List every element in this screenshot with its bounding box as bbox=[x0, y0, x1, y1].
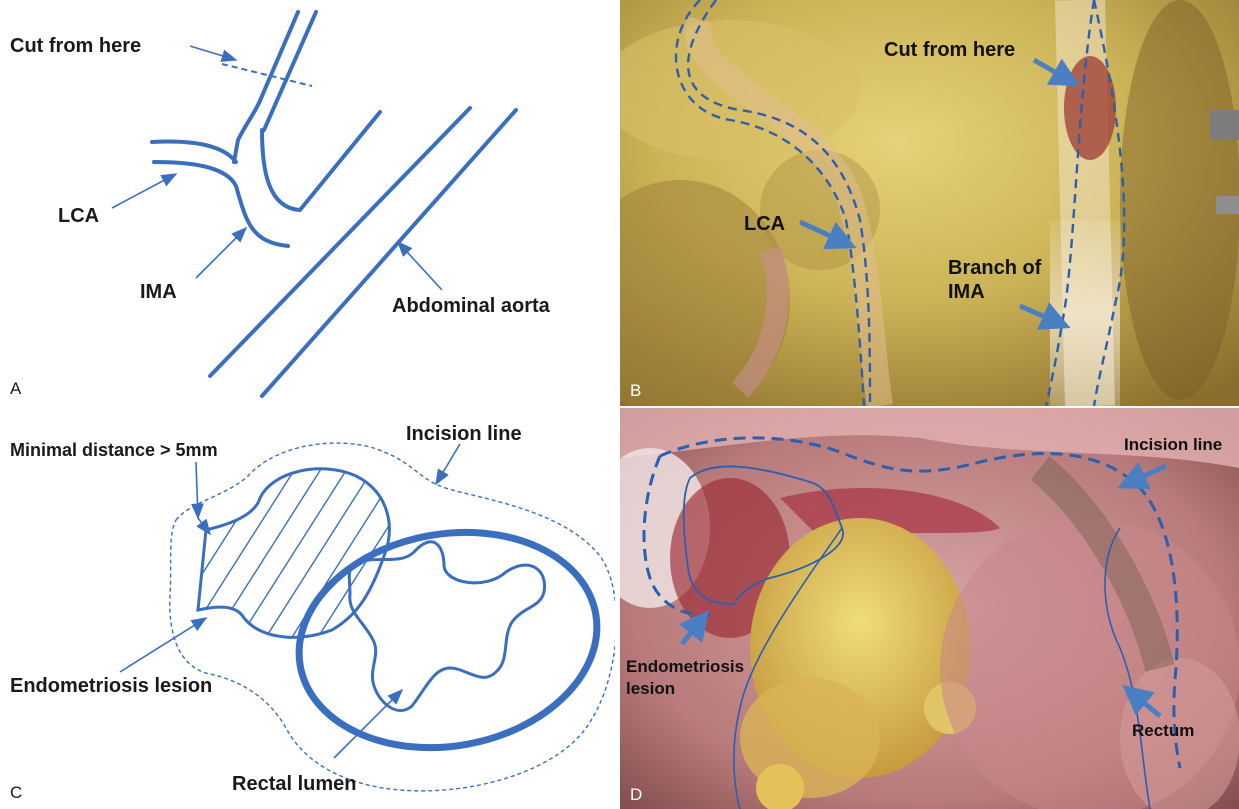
panel-a-vessel-diagram: Cut from here LCA IMA Abdominal aorta A bbox=[0, 0, 615, 404]
ima-branch-left bbox=[234, 12, 298, 162]
lca-arrow bbox=[112, 174, 176, 208]
lca-upper-wall bbox=[152, 142, 236, 162]
aorta-arrow bbox=[398, 242, 442, 290]
abdominal-aorta-label: Abdominal aorta bbox=[392, 295, 551, 317]
lesion-diagram-svg: Minimal distance > 5mm Incision line End… bbox=[0, 406, 615, 809]
lesion-arrow bbox=[120, 618, 206, 672]
incision-line-arrow bbox=[436, 444, 460, 484]
panel-c-lesion-diagram: Minimal distance > 5mm Incision line End… bbox=[0, 406, 615, 809]
aorta-right-wall bbox=[262, 110, 516, 396]
vessel-diagram-svg: Cut from here LCA IMA Abdominal aorta A bbox=[0, 0, 615, 404]
incision-line-outline bbox=[170, 443, 615, 791]
endometriosis-lesion-label: Endometriosis lesion bbox=[10, 675, 212, 697]
panel-letter-d: D bbox=[630, 785, 642, 804]
incision-line-label: Incision line bbox=[406, 423, 522, 445]
panel-letter-a: A bbox=[10, 379, 22, 398]
rectum-wall bbox=[282, 510, 614, 771]
cut-from-here-label-b: Cut from here bbox=[884, 39, 1015, 61]
panel-b-surgical-photo: Cut from here LCA Branch of IMA B bbox=[620, 0, 1239, 406]
lca-lower-wall bbox=[154, 162, 236, 186]
lesion-label-d-line1: Endometriosis bbox=[626, 657, 744, 676]
aorta-left-wall bbox=[210, 108, 470, 376]
branch-label-line1: Branch of bbox=[948, 257, 1042, 279]
min-distance-label: Minimal distance > 5mm bbox=[10, 440, 218, 460]
panel-letter-c: C bbox=[10, 783, 22, 802]
panel-d-surgical-photo: Incision line Endometriosis lesion Rectu… bbox=[620, 408, 1239, 809]
min-distance-arrow-2 bbox=[198, 518, 210, 534]
ima-label: IMA bbox=[140, 281, 177, 303]
panel-letter-b: B bbox=[630, 381, 641, 400]
surgical-photo-d-svg: Incision line Endometriosis lesion Rectu… bbox=[620, 408, 1239, 809]
cut-from-here-label: Cut from here bbox=[10, 35, 141, 57]
surgical-photo-b-svg: Cut from here LCA Branch of IMA B bbox=[620, 0, 1239, 406]
lca-label-b: LCA bbox=[744, 213, 785, 235]
incision-line-label-d: Incision line bbox=[1124, 435, 1222, 454]
lca-label: LCA bbox=[58, 205, 99, 227]
ima-upper-wall bbox=[262, 112, 380, 210]
branch-label-line2: IMA bbox=[948, 281, 985, 303]
min-distance-arrow bbox=[196, 462, 198, 518]
ima-lower-wall bbox=[236, 186, 288, 246]
rectal-lumen-label: Rectal lumen bbox=[232, 773, 356, 795]
cut-arrow bbox=[190, 46, 236, 60]
ima-arrow bbox=[196, 228, 246, 278]
lesion-label-d-line2: lesion bbox=[626, 679, 675, 698]
rectum-label-d: Rectum bbox=[1132, 721, 1194, 740]
